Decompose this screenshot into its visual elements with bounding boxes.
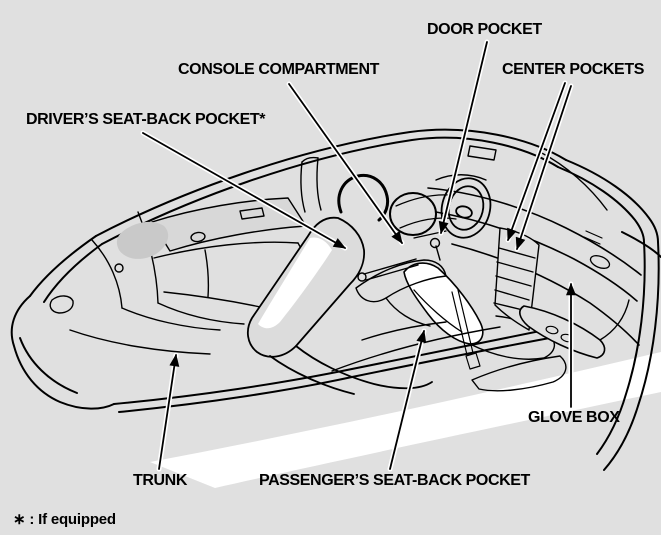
leader-center-pockets-2: [515, 86, 571, 251]
leader-console: [289, 84, 402, 245]
seat-highlight: [258, 237, 332, 329]
leader-driver-seatback: [143, 133, 347, 248]
footnote-if-equipped: ∗ : If equipped: [13, 511, 116, 528]
gear-shifter: [436, 246, 440, 260]
tail-light: [50, 296, 73, 313]
label-console-compartment: CONSOLE COMPARTMENT: [178, 61, 379, 78]
far-pillar: [301, 158, 321, 212]
driver-headrest: [339, 175, 388, 220]
seat-belt: [458, 290, 473, 353]
wheel-hub: [455, 205, 473, 220]
label-center-pockets: CENTER POCKETS: [502, 61, 644, 78]
ground-highlight: [150, 352, 661, 488]
leader-trunk: [159, 353, 180, 469]
center-console: [356, 239, 446, 327]
rear-speaker: [190, 232, 205, 243]
dashboard: [428, 146, 641, 345]
floor-mat: [472, 356, 566, 391]
door-handle: [589, 253, 612, 271]
leader-center-pockets-1: [508, 83, 565, 242]
trunk-area: [50, 212, 244, 354]
seat-back-pocket: [414, 290, 462, 332]
label-passengers-seat-back-pocket: PASSENGER’S SEAT-BACK POCKET: [259, 472, 530, 489]
leader-door-pocket: [438, 42, 487, 235]
floor: [332, 322, 566, 391]
steering-wheel: [435, 173, 496, 243]
label-drivers-seat-back-pocket: DRIVER’S SEAT-BACK POCKET*: [26, 111, 266, 128]
leader-lines: [143, 42, 576, 469]
leader-passenger-seatback: [390, 329, 427, 469]
glove-box-door: [520, 300, 629, 358]
seat-belt: [452, 292, 467, 355]
label-trunk: TRUNK: [133, 472, 187, 489]
rear-shelf: [116, 198, 306, 259]
belt-buckle: [466, 353, 480, 369]
driver-seat: [248, 175, 432, 394]
label-door-pocket: DOOR POCKET: [427, 21, 542, 38]
glove-box-handle: [545, 325, 558, 335]
handbrake: [364, 259, 416, 274]
label-glove-box: GLOVE BOX: [528, 409, 620, 426]
shelf-shadow: [116, 221, 169, 259]
passenger-seat-back: [404, 263, 483, 344]
rearview-mirror: [468, 146, 496, 160]
shelf-vent: [240, 208, 264, 219]
